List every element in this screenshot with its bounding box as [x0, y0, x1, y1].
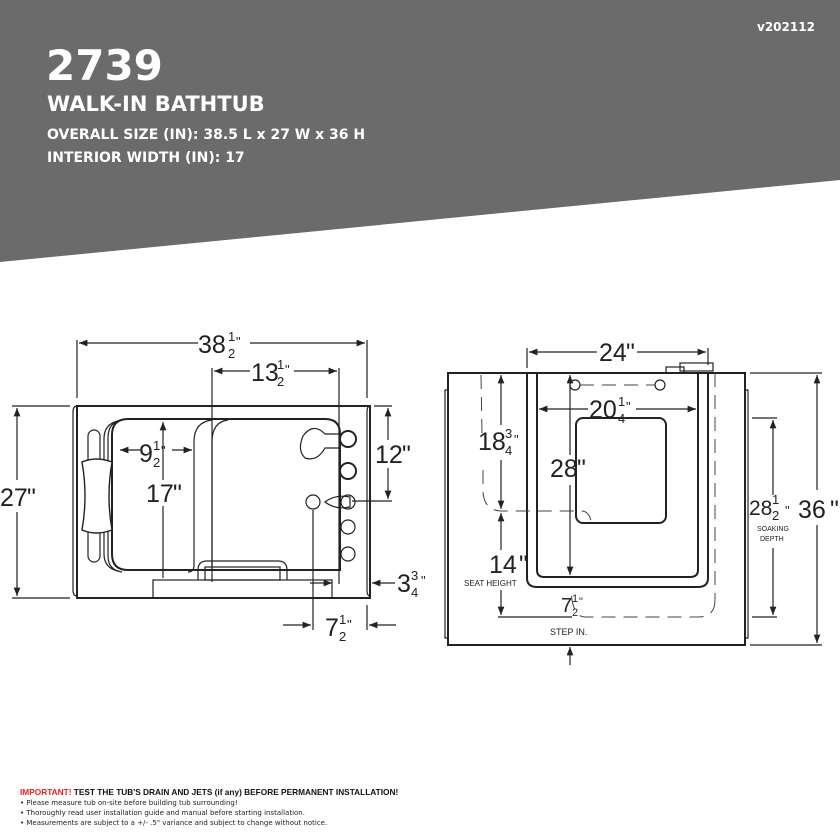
dim-denominator: 4	[411, 585, 418, 600]
elevation-view-drawing	[444, 348, 822, 665]
control-knob	[340, 546, 356, 562]
dim-unit: "	[173, 480, 182, 508]
dim-seat-height: 14 " SEAT HEIGHT	[464, 551, 528, 588]
dim-whole: 18	[478, 428, 506, 456]
dim-whole: 3	[397, 570, 411, 598]
control-knob	[339, 430, 357, 448]
dim-whole: 12	[375, 441, 403, 469]
faucet	[299, 427, 341, 460]
dim-denominator: 2	[572, 607, 578, 619]
dim-step-in: 7 1 2 " STEP IN.	[550, 593, 587, 637]
dim-unit: "	[161, 443, 166, 458]
dim-numerator: 3	[411, 568, 418, 583]
dim-numerator: 1	[228, 329, 235, 344]
note-item: • Thoroughly read user installation guid…	[20, 809, 305, 817]
dim-whole: 17	[146, 480, 174, 508]
dim-whole: 28	[749, 497, 772, 520]
dim-unit: "	[577, 455, 586, 483]
door-handle	[197, 560, 288, 580]
dim-unit: "	[519, 551, 528, 579]
dim-step-offset: 3 3 4 "	[397, 568, 426, 600]
dim-whole: 14	[489, 551, 517, 579]
dim-numerator: 1	[339, 612, 346, 627]
dim-denominator: 2	[153, 455, 160, 470]
dim-unit: "	[830, 496, 839, 524]
dim-caption: STEP IN.	[550, 627, 587, 637]
dim-denominator: 4	[505, 443, 512, 458]
dim-seat-to-top: 18 3 4 "	[478, 426, 519, 458]
door-outline	[526, 373, 709, 588]
model-number: 2739	[46, 41, 163, 90]
pillow	[81, 458, 113, 534]
overall-size: OVERALL SIZE (IN): 38.5 L x 27 W x 36 H	[47, 127, 365, 143]
dim-unit: "	[785, 503, 790, 518]
dim-whole: 36	[798, 496, 826, 524]
dim-drain-from-end: 7 1 2 "	[325, 612, 352, 644]
dim-whole: 27	[0, 484, 28, 512]
footer-notes: IMPORTANT! TEST THE TUB'S DRAIN AND JETS…	[20, 787, 398, 827]
dim-seat-depth: 9 1 2 "	[139, 438, 166, 470]
dim-width: 27 "	[0, 484, 36, 512]
dim-unit: "	[514, 432, 519, 447]
dim-length: 38 1 2 "	[198, 329, 241, 361]
note-item: • Please measure tub on-site before buil…	[20, 799, 238, 807]
dim-caption: SOAKING	[757, 526, 789, 533]
dim-whole: 7	[325, 614, 339, 642]
dim-unit: "	[347, 617, 352, 632]
dim-caption: SEAT HEIGHT	[464, 579, 517, 588]
important-label: IMPORTANT!	[20, 787, 71, 797]
dim-denominator: 4	[618, 411, 625, 426]
dim-unit: "	[27, 484, 36, 512]
dim-caption: DEPTH	[760, 536, 784, 543]
drain	[305, 494, 321, 510]
dim-numerator: 3	[505, 426, 512, 441]
dim-denominator: 2	[772, 508, 779, 523]
dim-numerator: 1	[772, 492, 779, 507]
dim-soaking-depth: 28 1 2 " SOAKING DEPTH	[749, 492, 790, 543]
dim-unit: "	[236, 334, 241, 349]
dim-interior-width: 17 "	[146, 480, 182, 508]
dim-whole: 24	[599, 339, 627, 367]
dim-total-height: 36 "	[798, 496, 839, 524]
dim-unit: "	[626, 399, 631, 414]
dim-unit: "	[626, 339, 635, 367]
dim-door-inner-width: 20 1 4 "	[589, 394, 631, 426]
dim-unit: "	[402, 441, 411, 469]
note-item: • Measurements are subject to a +/- .5" …	[20, 819, 327, 827]
dim-unit: "	[421, 573, 426, 588]
dim-unit: "	[285, 362, 290, 377]
dim-door-opening: 13 1 2 "	[251, 357, 290, 389]
dim-whole: 38	[198, 331, 226, 359]
warning-line: IMPORTANT! TEST THE TUB'S DRAIN AND JETS…	[20, 787, 398, 797]
dim-numerator: 1	[572, 593, 578, 605]
dim-whole: 7	[561, 595, 572, 617]
control-knob	[339, 462, 357, 480]
dim-numerator: 1	[618, 394, 625, 409]
dim-denominator: 2	[277, 374, 284, 389]
dim-denominator: 2	[228, 346, 235, 361]
control-knob	[340, 494, 356, 510]
product-name: WALK-IN BATHTUB	[47, 92, 265, 116]
dim-unit: "	[579, 596, 583, 608]
dim-whole: 20	[589, 396, 617, 424]
dim-denominator: 2	[339, 629, 346, 644]
warning-text: TEST THE TUB'S DRAIN AND JETS (if any) B…	[74, 787, 398, 797]
version-label: v202112	[757, 20, 815, 34]
dim-drain-offset: 12 "	[375, 441, 411, 469]
dim-whole: 9	[139, 440, 153, 468]
header-banner	[0, 0, 840, 262]
door-window	[575, 417, 667, 524]
dim-door-width: 24 "	[599, 339, 635, 367]
dim-whole: 28	[550, 455, 578, 483]
control-knob	[340, 519, 356, 535]
dim-door-height: 28 "	[550, 455, 586, 483]
dim-numerator: 1	[277, 357, 284, 372]
dim-whole: 13	[251, 359, 279, 387]
plan-view-drawing	[12, 339, 396, 630]
dim-numerator: 1	[153, 438, 160, 453]
interior-width: INTERIOR WIDTH (IN): 17	[47, 150, 245, 166]
